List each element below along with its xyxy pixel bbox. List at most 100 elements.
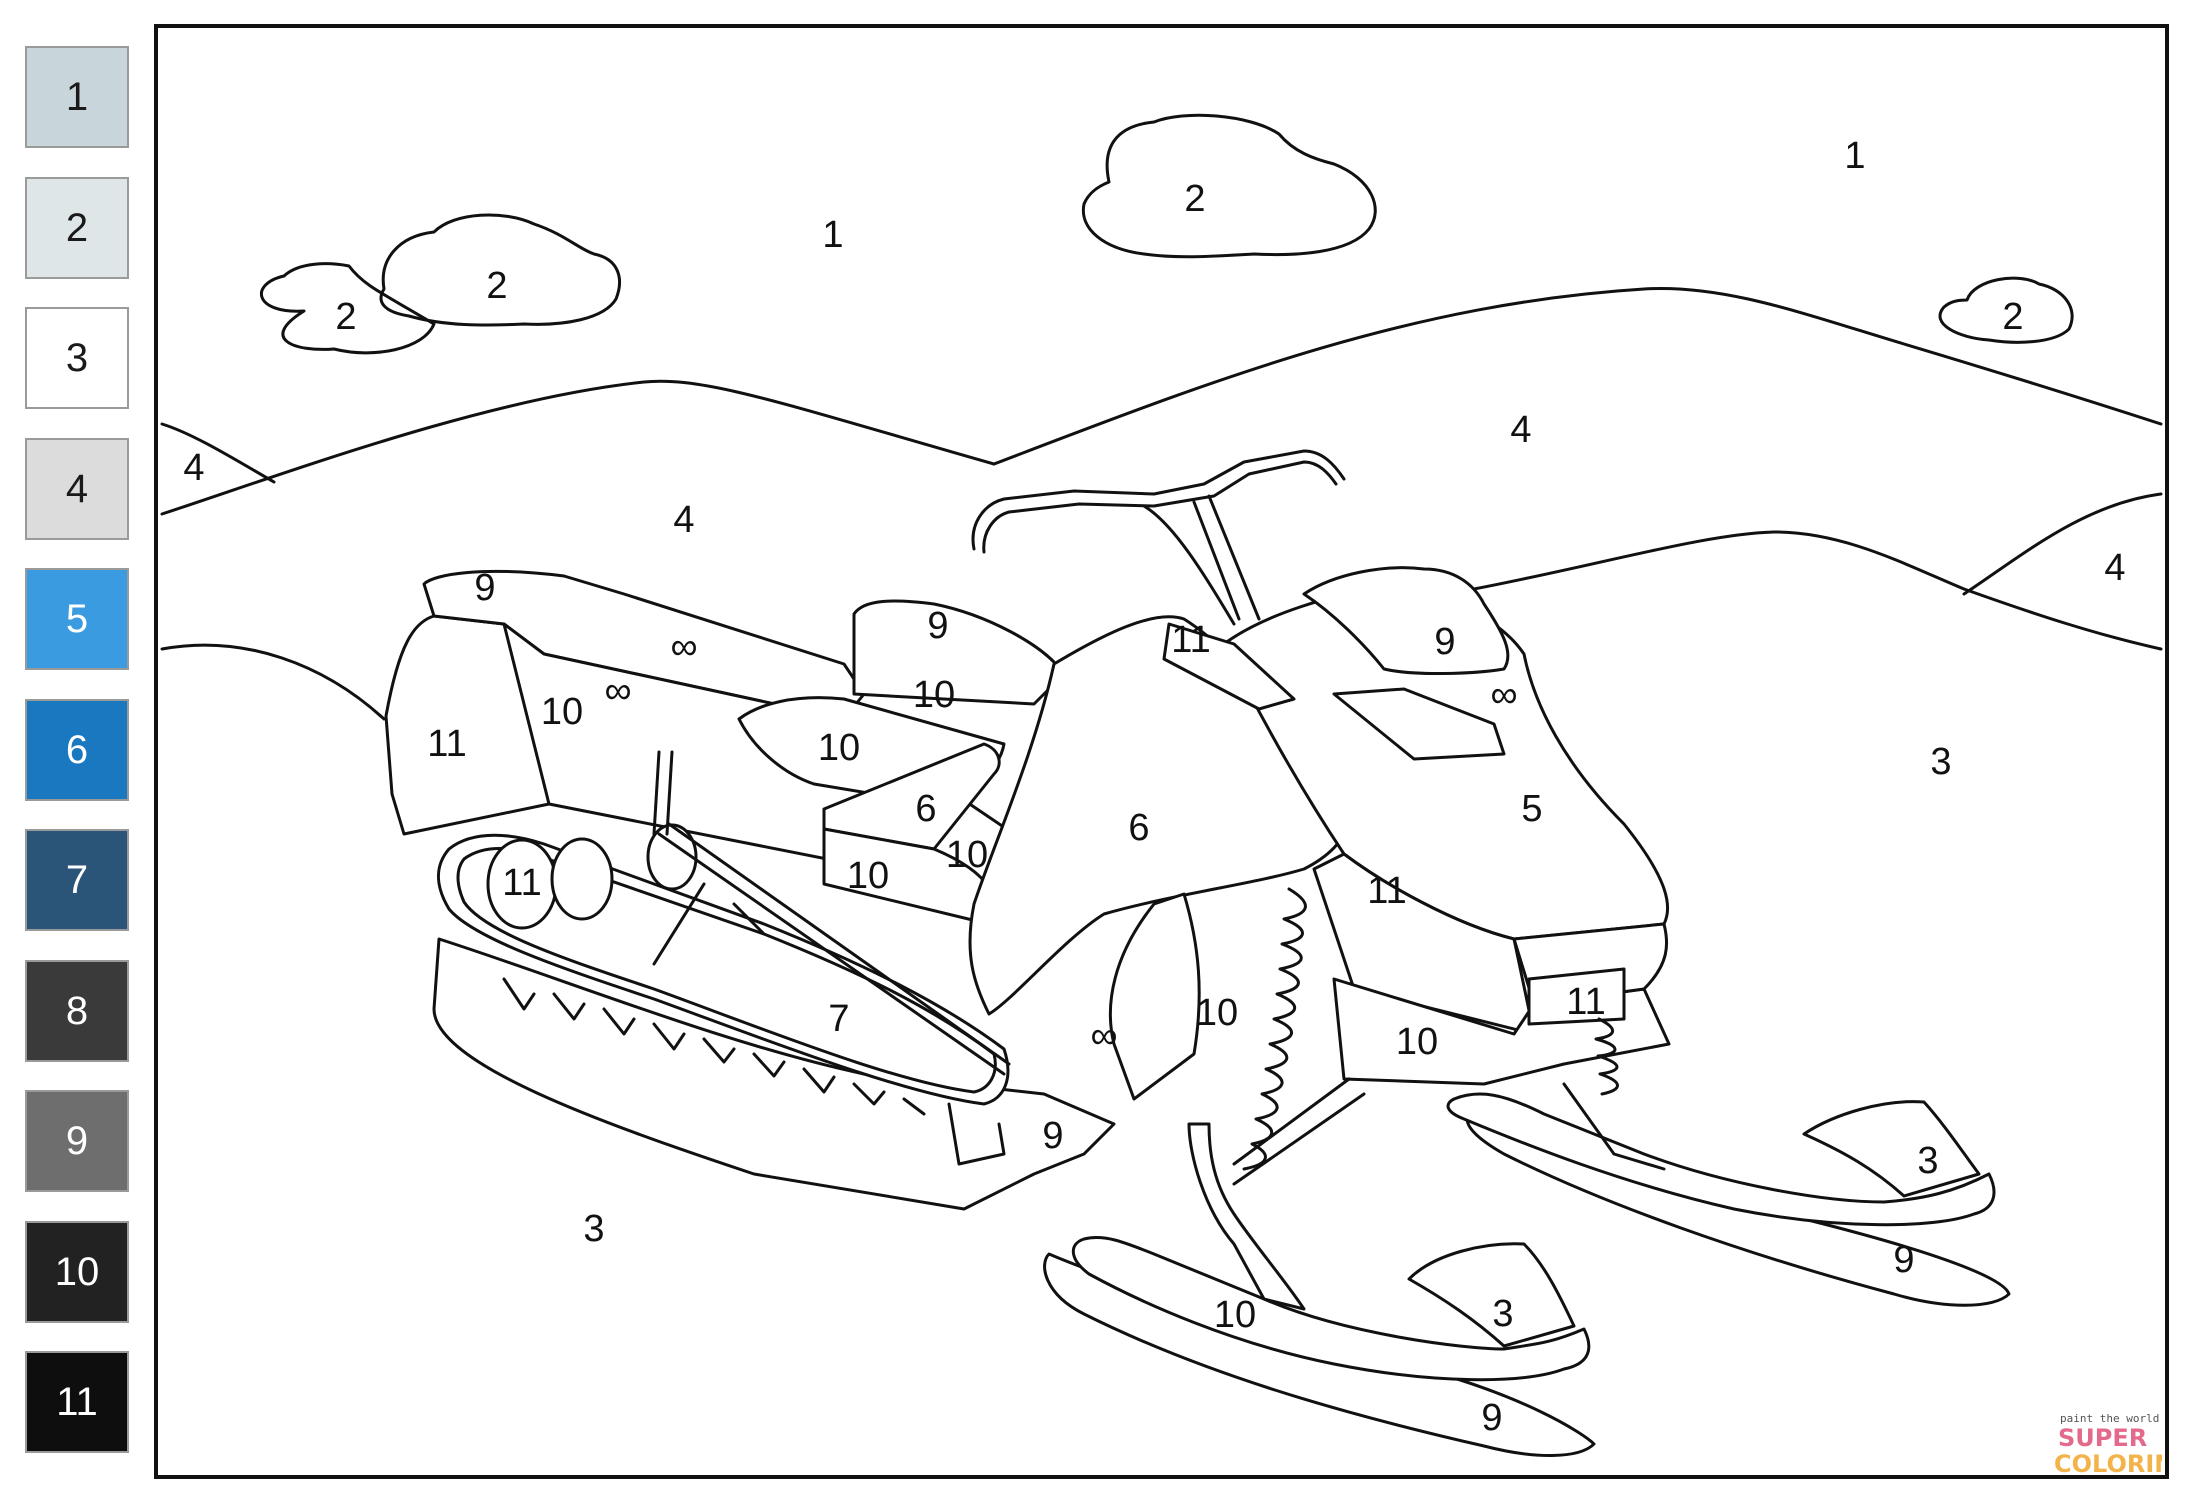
palette-swatch-8[interactable]: 8 — [25, 960, 129, 1062]
hood-main — [968, 615, 1353, 1016]
region-label-lower-body: 10 — [1196, 992, 1238, 1034]
palette-swatch-label: 11 — [56, 1379, 98, 1424]
hill-left — [160, 379, 996, 516]
region-label-8c: ∞ — [1090, 1015, 1117, 1057]
coloring-canvas[interactable]: ∞ ∞ ∞ ∞ 1 1 2 2 2 2 4 4 4 4 3 3 9 9 9 10… — [154, 24, 2169, 1479]
region-label-seat-front: 9 — [927, 605, 948, 647]
region-label-hood-top: 9 — [1434, 621, 1455, 663]
palette-swatch-7[interactable]: 7 — [25, 829, 129, 931]
cloud-left-small — [260, 262, 436, 355]
palette-swatch-label: 6 — [65, 727, 89, 772]
windshield-vent — [1162, 622, 1296, 711]
cloud-right-small — [1938, 276, 2074, 344]
front-spring-right — [1594, 1017, 1619, 1096]
region-label-hill-right-edge: 4 — [2104, 547, 2125, 589]
region-label-cloud-c: 2 — [1184, 178, 1205, 220]
ski-right-strut — [1232, 1077, 1666, 1186]
region-label-ski-left-mount: 10 — [1214, 1294, 1256, 1336]
region-label-hood-side: 5 — [1521, 788, 1542, 830]
palette-swatch-9[interactable]: 9 — [25, 1090, 129, 1192]
palette-swatch-label: 3 — [65, 335, 89, 380]
region-label-rear-fender: 11 — [427, 723, 466, 765]
steering-post — [1142, 494, 1261, 626]
region-label-seat-side-a: 10 — [541, 691, 583, 733]
region-label-cloud-b: 2 — [486, 265, 507, 307]
palette-swatch-label: 7 — [65, 857, 89, 902]
palette-swatch-label: 5 — [65, 596, 89, 641]
hill-right-edge — [1962, 492, 2163, 596]
site-logo: paint the world SUPER COLORING — [2054, 1412, 2162, 1478]
region-label-snow-right: 3 — [1930, 741, 1951, 783]
seat-front — [852, 599, 1066, 706]
region-label-ski-left-tip: 3 — [1492, 1293, 1513, 1335]
ski-right — [1446, 1092, 1996, 1227]
palette-swatch-label: 1 — [65, 74, 89, 119]
palette-swatch-5[interactable]: 5 — [25, 568, 129, 670]
front-spring-left — [1242, 887, 1307, 1171]
region-label-hill-right-top: 4 — [1510, 409, 1531, 451]
rear-arm — [652, 750, 1011, 1076]
region-label-track-frame: 7 — [828, 998, 849, 1040]
region-label-engine-side: 11 — [1367, 870, 1406, 912]
seat-back — [422, 569, 866, 721]
region-label-seat-side-c: 10 — [818, 727, 860, 769]
palette-swatch-label: 8 — [65, 988, 89, 1033]
region-label-front-lower: 10 — [1396, 1021, 1438, 1063]
palette-swatch-4[interactable]: 4 — [25, 438, 129, 540]
track-teeth — [502, 977, 1006, 1166]
region-label-hill-mid: 4 — [673, 499, 694, 541]
bumper-vent — [1527, 967, 1626, 1026]
ski-left-mount — [1187, 1122, 1306, 1311]
region-label-wheel-hub: 11 — [502, 862, 541, 904]
logo-tagline: paint the world — [2060, 1412, 2159, 1425]
side-panel-6 — [822, 742, 1001, 851]
region-label-8b: ∞ — [604, 670, 631, 712]
ski-left-tip — [1407, 1242, 1576, 1348]
palette-swatch-label: 4 — [65, 466, 89, 511]
snowmobile-line-art: ∞ ∞ ∞ ∞ 1 1 2 2 2 2 4 4 4 4 3 3 9 9 9 10… — [160, 113, 2163, 1457]
region-label-snow-bottom: 3 — [583, 1208, 604, 1250]
handlebar — [971, 449, 1346, 554]
region-label-sky-2: 1 — [1844, 135, 1865, 177]
track-inner — [456, 847, 997, 1094]
region-label-hill-left: 4 — [183, 447, 204, 489]
region-label-mid-panel-10b: 10 — [946, 834, 988, 876]
palette-swatch-10[interactable]: 10 — [25, 1221, 129, 1323]
region-label-windshield-vent: 11 — [1171, 619, 1210, 661]
region-label-mid-panel-10a: 10 — [847, 855, 889, 897]
hill-far-right — [992, 286, 2163, 466]
lower-body — [1108, 892, 1201, 1101]
region-label-ski-right-tip: 3 — [1917, 1140, 1938, 1182]
palette-swatch-2[interactable]: 2 — [25, 177, 129, 279]
hood-vent — [1332, 687, 1506, 761]
cloud-left-large — [379, 213, 621, 327]
region-label-seat-side-b: 10 — [913, 674, 955, 716]
palette-swatch-label: 10 — [54, 1249, 100, 1294]
color-palette: 1 2 3 4 5 6 7 8 9 10 11 — [0, 0, 150, 1499]
hill-mid — [160, 530, 2163, 721]
logo-word-coloring: COLORING — [2054, 1450, 2162, 1478]
hood-top — [1302, 566, 1510, 675]
ski-right-tip — [1802, 1100, 1981, 1198]
palette-swatch-label: 2 — [65, 205, 89, 250]
logo-word-super: SUPER — [2058, 1424, 2147, 1452]
region-label-bumper-vent: 11 — [1566, 981, 1605, 1023]
region-label-cloud-d: 2 — [2002, 296, 2023, 338]
region-label-seat-top: 9 — [474, 567, 495, 609]
region-label-8d: ∞ — [1490, 674, 1517, 716]
palette-swatch-6[interactable]: 6 — [25, 699, 129, 801]
region-label-side-panel-6b: 6 — [1128, 807, 1149, 849]
ski-left — [1071, 1235, 1591, 1382]
region-label-8a: ∞ — [670, 626, 697, 668]
region-label-ski-right-shadow: 9 — [1893, 1239, 1914, 1281]
palette-swatch-11[interactable]: 11 — [25, 1351, 129, 1453]
palette-swatch-1[interactable]: 1 — [25, 46, 129, 148]
region-label-cloud-a: 2 — [335, 296, 356, 338]
cloud-top — [1081, 113, 1377, 259]
region-label-side-panel-6a: 6 — [915, 788, 936, 830]
palette-swatch-label: 9 — [65, 1118, 89, 1163]
region-label-sky-1: 1 — [822, 214, 843, 256]
region-label-ski-left-shadow: 9 — [1481, 1397, 1502, 1439]
wheel-hub-2 — [550, 837, 614, 921]
palette-swatch-3[interactable]: 3 — [25, 307, 129, 409]
